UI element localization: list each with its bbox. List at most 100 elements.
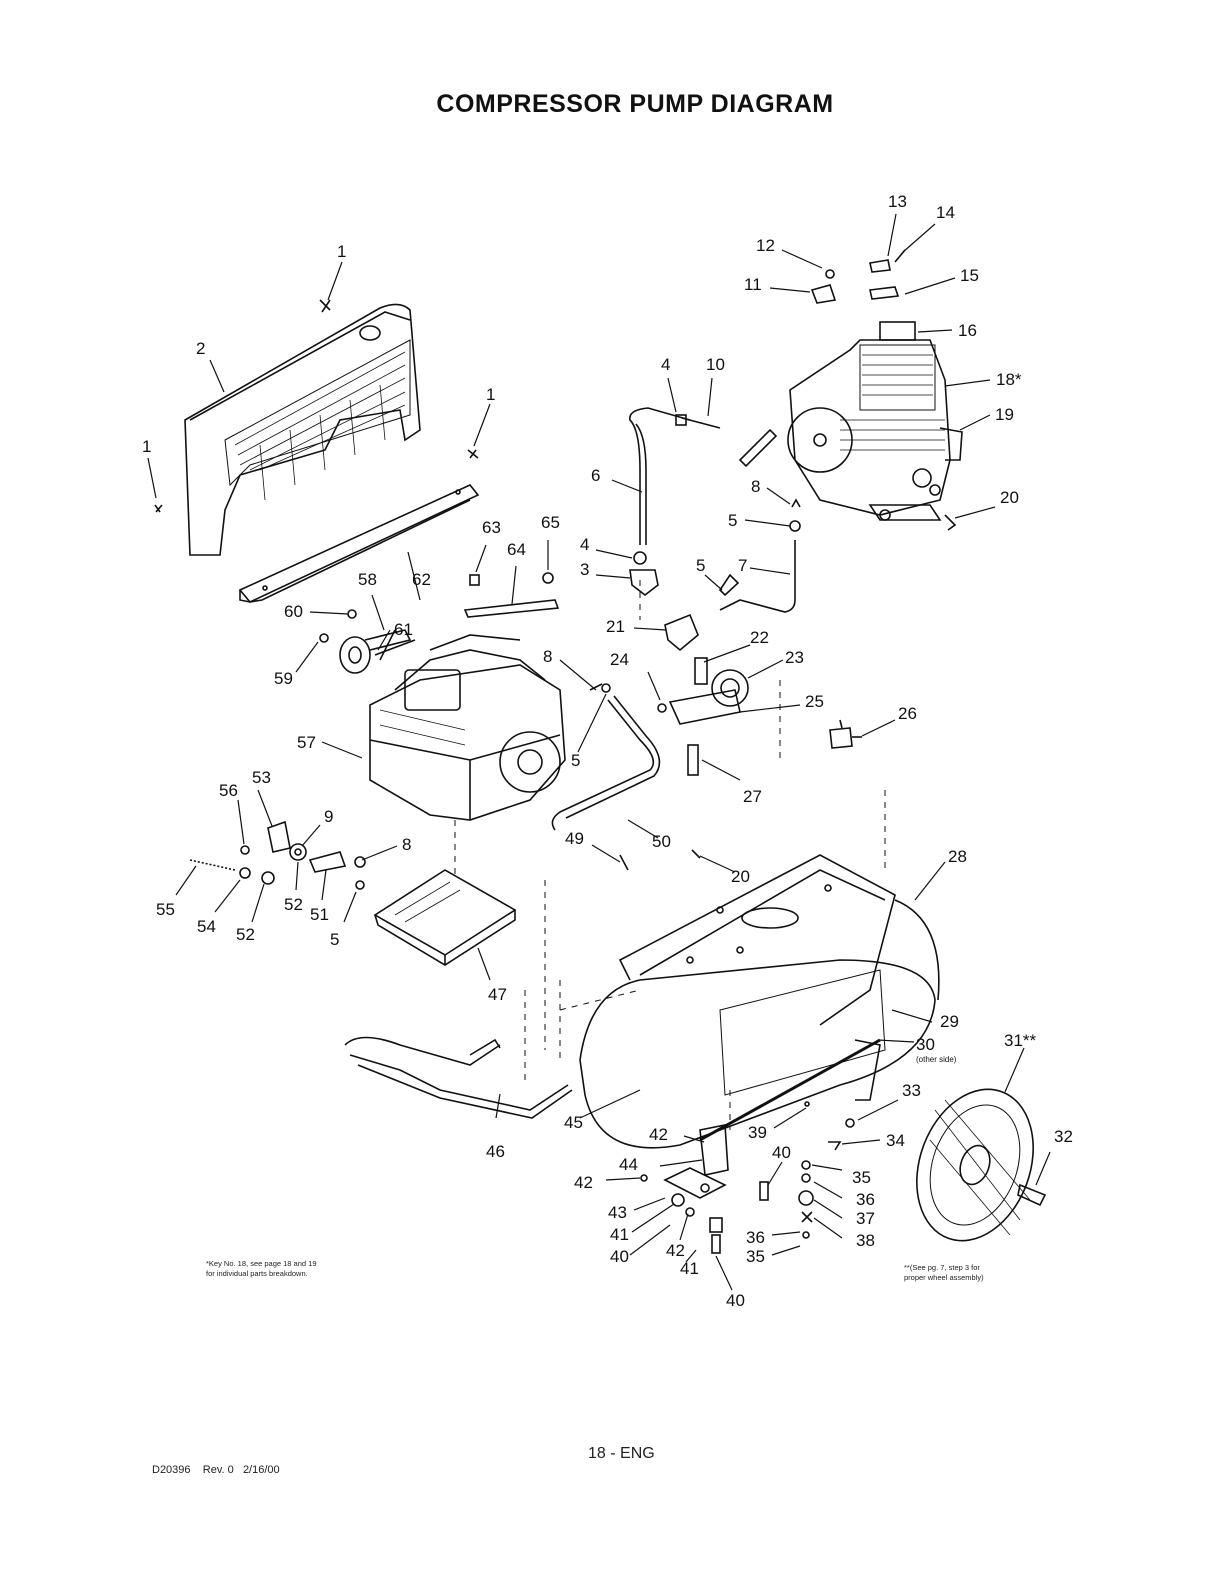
- page-number: 18 - ENG: [588, 1445, 655, 1462]
- part-label: 62: [412, 570, 431, 589]
- part-label: 33: [902, 1081, 921, 1100]
- part-label: 40: [772, 1143, 791, 1162]
- part-label: 15: [960, 266, 979, 285]
- part-label: 32: [1054, 1127, 1073, 1146]
- part-label: 42: [649, 1125, 668, 1144]
- part-label: 28: [948, 847, 967, 866]
- part-label: 37: [856, 1209, 875, 1228]
- base-plate: [373, 869, 517, 966]
- part-label: 6: [591, 466, 600, 485]
- part-label: 26: [898, 704, 917, 723]
- doc-number: D20396: [152, 1464, 191, 1476]
- part-label: 23: [785, 648, 804, 667]
- part-label: 57: [297, 733, 316, 752]
- part-label: 19: [995, 405, 1014, 424]
- part-label: 35: [852, 1168, 871, 1187]
- part-label: 64: [507, 540, 526, 559]
- note-key-18: *Key No. 18, see page 18 and 19 for indi…: [206, 1259, 317, 1278]
- part-label: 49: [565, 829, 584, 848]
- part-label: 60: [284, 602, 303, 621]
- part-label: 8: [543, 647, 552, 666]
- part-label: 22: [750, 628, 769, 647]
- part-label: 5: [728, 511, 737, 530]
- part-label: 63: [482, 518, 501, 537]
- belt-guard-shroud: [184, 303, 421, 556]
- assembly-guide-lines: [454, 560, 886, 1130]
- part-label: 11: [744, 275, 762, 294]
- part-label: 42: [574, 1173, 593, 1192]
- part-label: 58: [358, 570, 377, 589]
- part-label: 44: [619, 1155, 638, 1174]
- part-label: 45: [564, 1113, 583, 1132]
- wheel: [916, 1088, 1047, 1242]
- part-label: 31**: [1004, 1031, 1037, 1050]
- document-id: D20396 Rev. 0 2/16/00: [152, 1464, 280, 1476]
- part-label: 34: [886, 1131, 905, 1150]
- part-label: 20: [731, 867, 750, 886]
- part-label: 41: [610, 1225, 629, 1244]
- part-label: 52: [236, 925, 255, 944]
- part-number-labels: 1 2 1 1 13 14 12 11 15 16 18* 19 4 10 6 …: [142, 192, 1073, 1310]
- part-label: 40: [610, 1247, 629, 1266]
- part-label: 36: [746, 1228, 765, 1247]
- fittings-and-valves: [629, 498, 862, 776]
- part-label: 16: [958, 321, 977, 340]
- part-label: 56: [219, 781, 238, 800]
- part-label: (other side): [916, 1055, 957, 1064]
- part-label: 24: [610, 650, 629, 669]
- part-label: 5: [696, 556, 705, 575]
- revision-date: 2/16/00: [242, 1464, 280, 1476]
- part-label: 38: [856, 1231, 875, 1250]
- part-label: 53: [252, 768, 271, 787]
- handle: [344, 1036, 573, 1119]
- pump-head-assembly: [787, 321, 963, 521]
- part-label: 1: [337, 242, 346, 261]
- part-label: 10: [706, 355, 725, 374]
- part-label: 65: [541, 513, 560, 532]
- engine: [369, 634, 566, 821]
- part-label: 2: [196, 339, 205, 358]
- part-label: 5: [330, 930, 339, 949]
- part-label: 43: [608, 1203, 627, 1222]
- part-label: 52: [284, 895, 303, 914]
- part-label: 29: [940, 1012, 959, 1031]
- part-label: 7: [738, 556, 747, 575]
- revision: Rev. 0: [202, 1464, 234, 1476]
- part-label: 47: [488, 985, 507, 1004]
- part-label: 21: [606, 617, 625, 636]
- part-label: 4: [661, 355, 670, 374]
- part-label: 3: [580, 560, 589, 579]
- part-label: 30: [916, 1035, 935, 1054]
- part-label: 14: [936, 203, 955, 222]
- part-label: 9: [324, 807, 333, 826]
- mounting-rail: [238, 484, 480, 603]
- motor-pulley: [339, 629, 416, 674]
- part-label: 12: [756, 236, 775, 255]
- part-label: 46: [486, 1142, 505, 1161]
- part-label: 25: [805, 692, 824, 711]
- part-label: 39: [748, 1123, 767, 1142]
- part-label: 18*: [996, 370, 1022, 389]
- leader-lines: [147, 213, 1051, 1291]
- note-wheel-assembly: **(See pg. 7, step 3 for proper wheel as…: [904, 1263, 984, 1282]
- part-label: 51: [310, 905, 329, 924]
- air-tank: [579, 854, 940, 1149]
- idler-bracket-parts: [189, 820, 366, 890]
- part-label: 1: [142, 437, 151, 456]
- page-title: COMPRESSOR PUMP DIAGRAM: [436, 90, 834, 118]
- part-label: 1: [486, 385, 495, 404]
- outlet-tubing: [629, 407, 796, 613]
- part-label: 61: [394, 620, 413, 639]
- part-label: 55: [156, 900, 175, 919]
- part-label: 20: [1000, 488, 1019, 507]
- part-label: 50: [652, 832, 671, 851]
- part-label: 59: [274, 669, 293, 688]
- part-label: 40: [726, 1291, 745, 1310]
- part-label: 4: [580, 535, 589, 554]
- part-label: 8: [402, 835, 411, 854]
- part-label: 41: [680, 1259, 699, 1278]
- foot-and-hardware: [640, 1101, 855, 1254]
- part-label: 27: [743, 787, 762, 806]
- small-fasteners: [154, 299, 957, 871]
